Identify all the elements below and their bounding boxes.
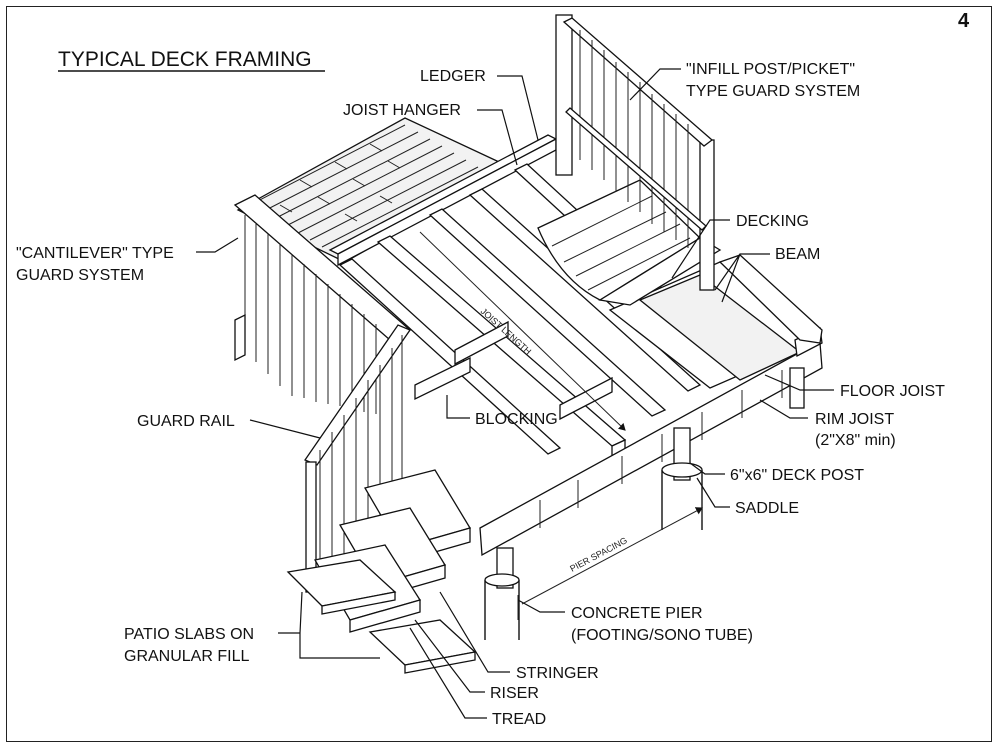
stair-guard	[304, 324, 411, 593]
drawing-frame	[6, 6, 992, 742]
label-blocking: BLOCKING	[475, 411, 558, 428]
label-riser: RISER	[490, 685, 539, 702]
label-concrete-pier-line1: CONCRETE PIER	[571, 605, 703, 622]
label-saddle: SADDLE	[735, 500, 799, 517]
page-number: 4	[958, 10, 970, 32]
label-floor-joist: FLOOR JOIST	[840, 383, 945, 400]
dimension-lines	[419, 231, 703, 620]
diagram-title: TYPICAL DECK FRAMING	[58, 48, 312, 71]
label-cantilever-line1: "CANTILEVER" TYPE	[16, 245, 174, 262]
label-infill-line1: "INFILL POST/PICKET"	[686, 61, 855, 78]
stairs	[313, 469, 471, 633]
label-beam: BEAM	[775, 246, 820, 263]
label-rim-joist-line1: RIM JOIST	[815, 411, 894, 428]
label-cantilever-line2: GUARD SYSTEM	[16, 267, 144, 284]
label-pier-spacing: PIER SPACING	[568, 535, 629, 574]
label-tread: TREAD	[492, 711, 546, 728]
label-patio-line2: GRANULAR FILL	[124, 648, 249, 665]
leader-lines	[196, 68, 834, 719]
label-ledger: LEDGER	[420, 68, 486, 85]
label-deck-post: 6"x6" DECK POST	[730, 467, 864, 484]
label-concrete-pier-line2: (FOOTING/SONO TUBE)	[571, 627, 753, 644]
label-joist-hanger: JOIST HANGER	[343, 102, 461, 119]
label-rim-joist-line2: (2"X8" min)	[815, 432, 896, 449]
infill-guard	[555, 14, 715, 291]
label-patio-line1: PATIO SLABS ON	[124, 626, 254, 643]
label-stringer: STRINGER	[516, 665, 599, 682]
label-decking: DECKING	[736, 213, 809, 230]
side-rim	[718, 254, 823, 344]
blocking	[414, 320, 613, 421]
patio-slabs	[286, 559, 477, 674]
label-infill-line2: TYPE GUARD SYSTEM	[686, 83, 860, 100]
label-guard-rail: GUARD RAIL	[137, 413, 235, 430]
decking-boards	[537, 179, 722, 306]
